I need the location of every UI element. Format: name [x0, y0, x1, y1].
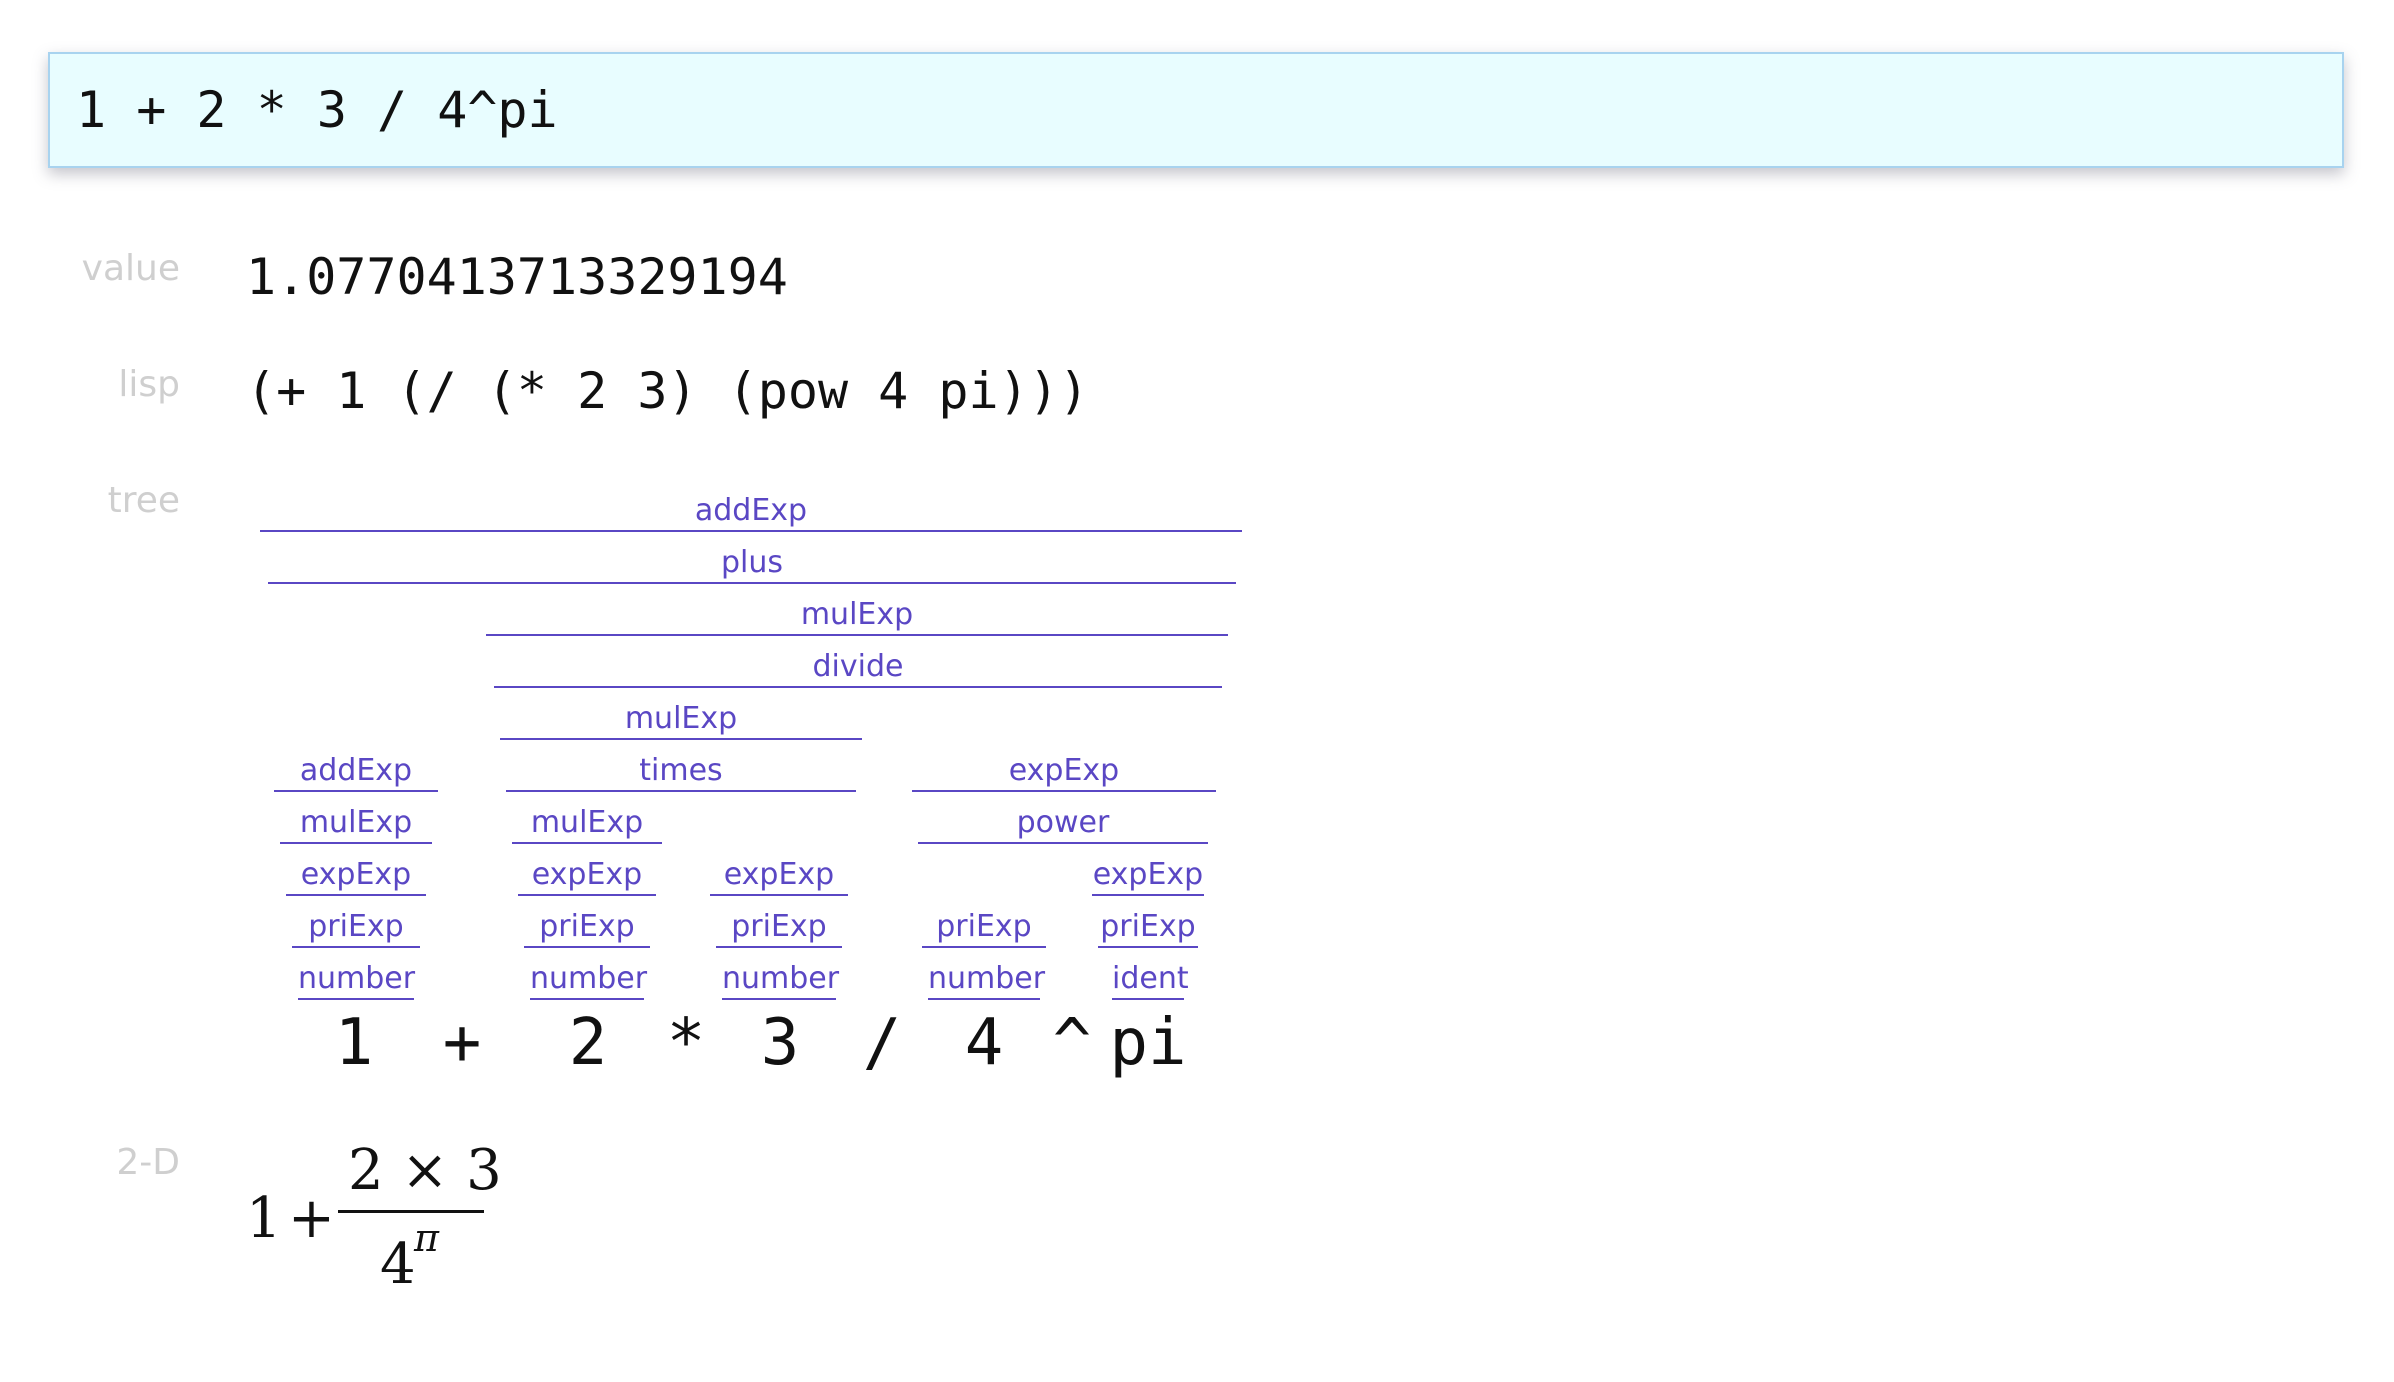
tree-node-ident-pi: ident: [1112, 960, 1189, 1000]
tree-node-divide: divide: [494, 648, 1222, 688]
tree-node-expexp-2: expExp: [518, 856, 656, 896]
math-numerator: 2 × 3: [348, 1138, 502, 1203]
expression-input-box[interactable]: [48, 52, 2344, 168]
tree-node-expexp-power: expExp: [912, 752, 1216, 792]
token-4: 4: [964, 1006, 1004, 1080]
tree-node-number-3: number: [722, 960, 839, 1000]
tree-node-mulexp-times: mulExp: [500, 700, 862, 740]
math-plus: +: [288, 1186, 335, 1251]
token-2: 2: [568, 1006, 608, 1080]
lisp-label: lisp: [118, 364, 180, 405]
token-plus: +: [442, 1006, 482, 1080]
token-pi: pi: [1109, 1006, 1187, 1080]
tree-label: tree: [107, 480, 180, 521]
tree-node-mulexp-1: mulExp: [280, 804, 432, 844]
tree-node-power: power: [918, 804, 1208, 844]
tree-node-priexp-3: priExp: [716, 908, 842, 948]
token-divide: /: [862, 1006, 902, 1080]
tree-node-priexp-pi: priExp: [1098, 908, 1198, 948]
tree-node-times: times: [506, 752, 856, 792]
tree-node-number-2: number: [530, 960, 647, 1000]
tree-node-plus: plus: [268, 544, 1236, 584]
math-one: 1: [246, 1186, 282, 1251]
token-caret: ^: [1052, 1006, 1092, 1080]
tree-node-mulexp-2: mulExp: [512, 804, 662, 844]
tree-node-priexp-1: priExp: [292, 908, 420, 948]
tree-node-addexp-root: addExp: [260, 492, 1242, 532]
math-base: 4: [380, 1232, 416, 1297]
fraction-bar: [338, 1210, 484, 1213]
expression-input[interactable]: [76, 54, 2306, 166]
twod-label: 2-D: [116, 1142, 180, 1183]
value-output: 1.0770413713329194: [246, 248, 788, 306]
tree-node-mulexp-divide: mulExp: [486, 596, 1228, 636]
tree-node-priexp-2: priExp: [524, 908, 650, 948]
tree-node-addexp-1: addExp: [274, 752, 438, 792]
lisp-output: (+ 1 (/ (* 2 3) (pow 4 pi))): [246, 362, 1089, 420]
tree-node-number-4: number: [928, 960, 1045, 1000]
tree-node-number-1: number: [298, 960, 415, 1000]
value-label: value: [81, 248, 180, 289]
tree-node-expexp-1: expExp: [286, 856, 426, 896]
token-times: *: [666, 1006, 706, 1080]
token-3: 3: [760, 1006, 800, 1080]
math-exponent: π: [414, 1216, 439, 1260]
token-1: 1: [334, 1006, 374, 1080]
tree-node-expexp-3: expExp: [710, 856, 848, 896]
tree-node-priexp-4: priExp: [922, 908, 1046, 948]
tree-node-expexp-pi: expExp: [1092, 856, 1204, 896]
